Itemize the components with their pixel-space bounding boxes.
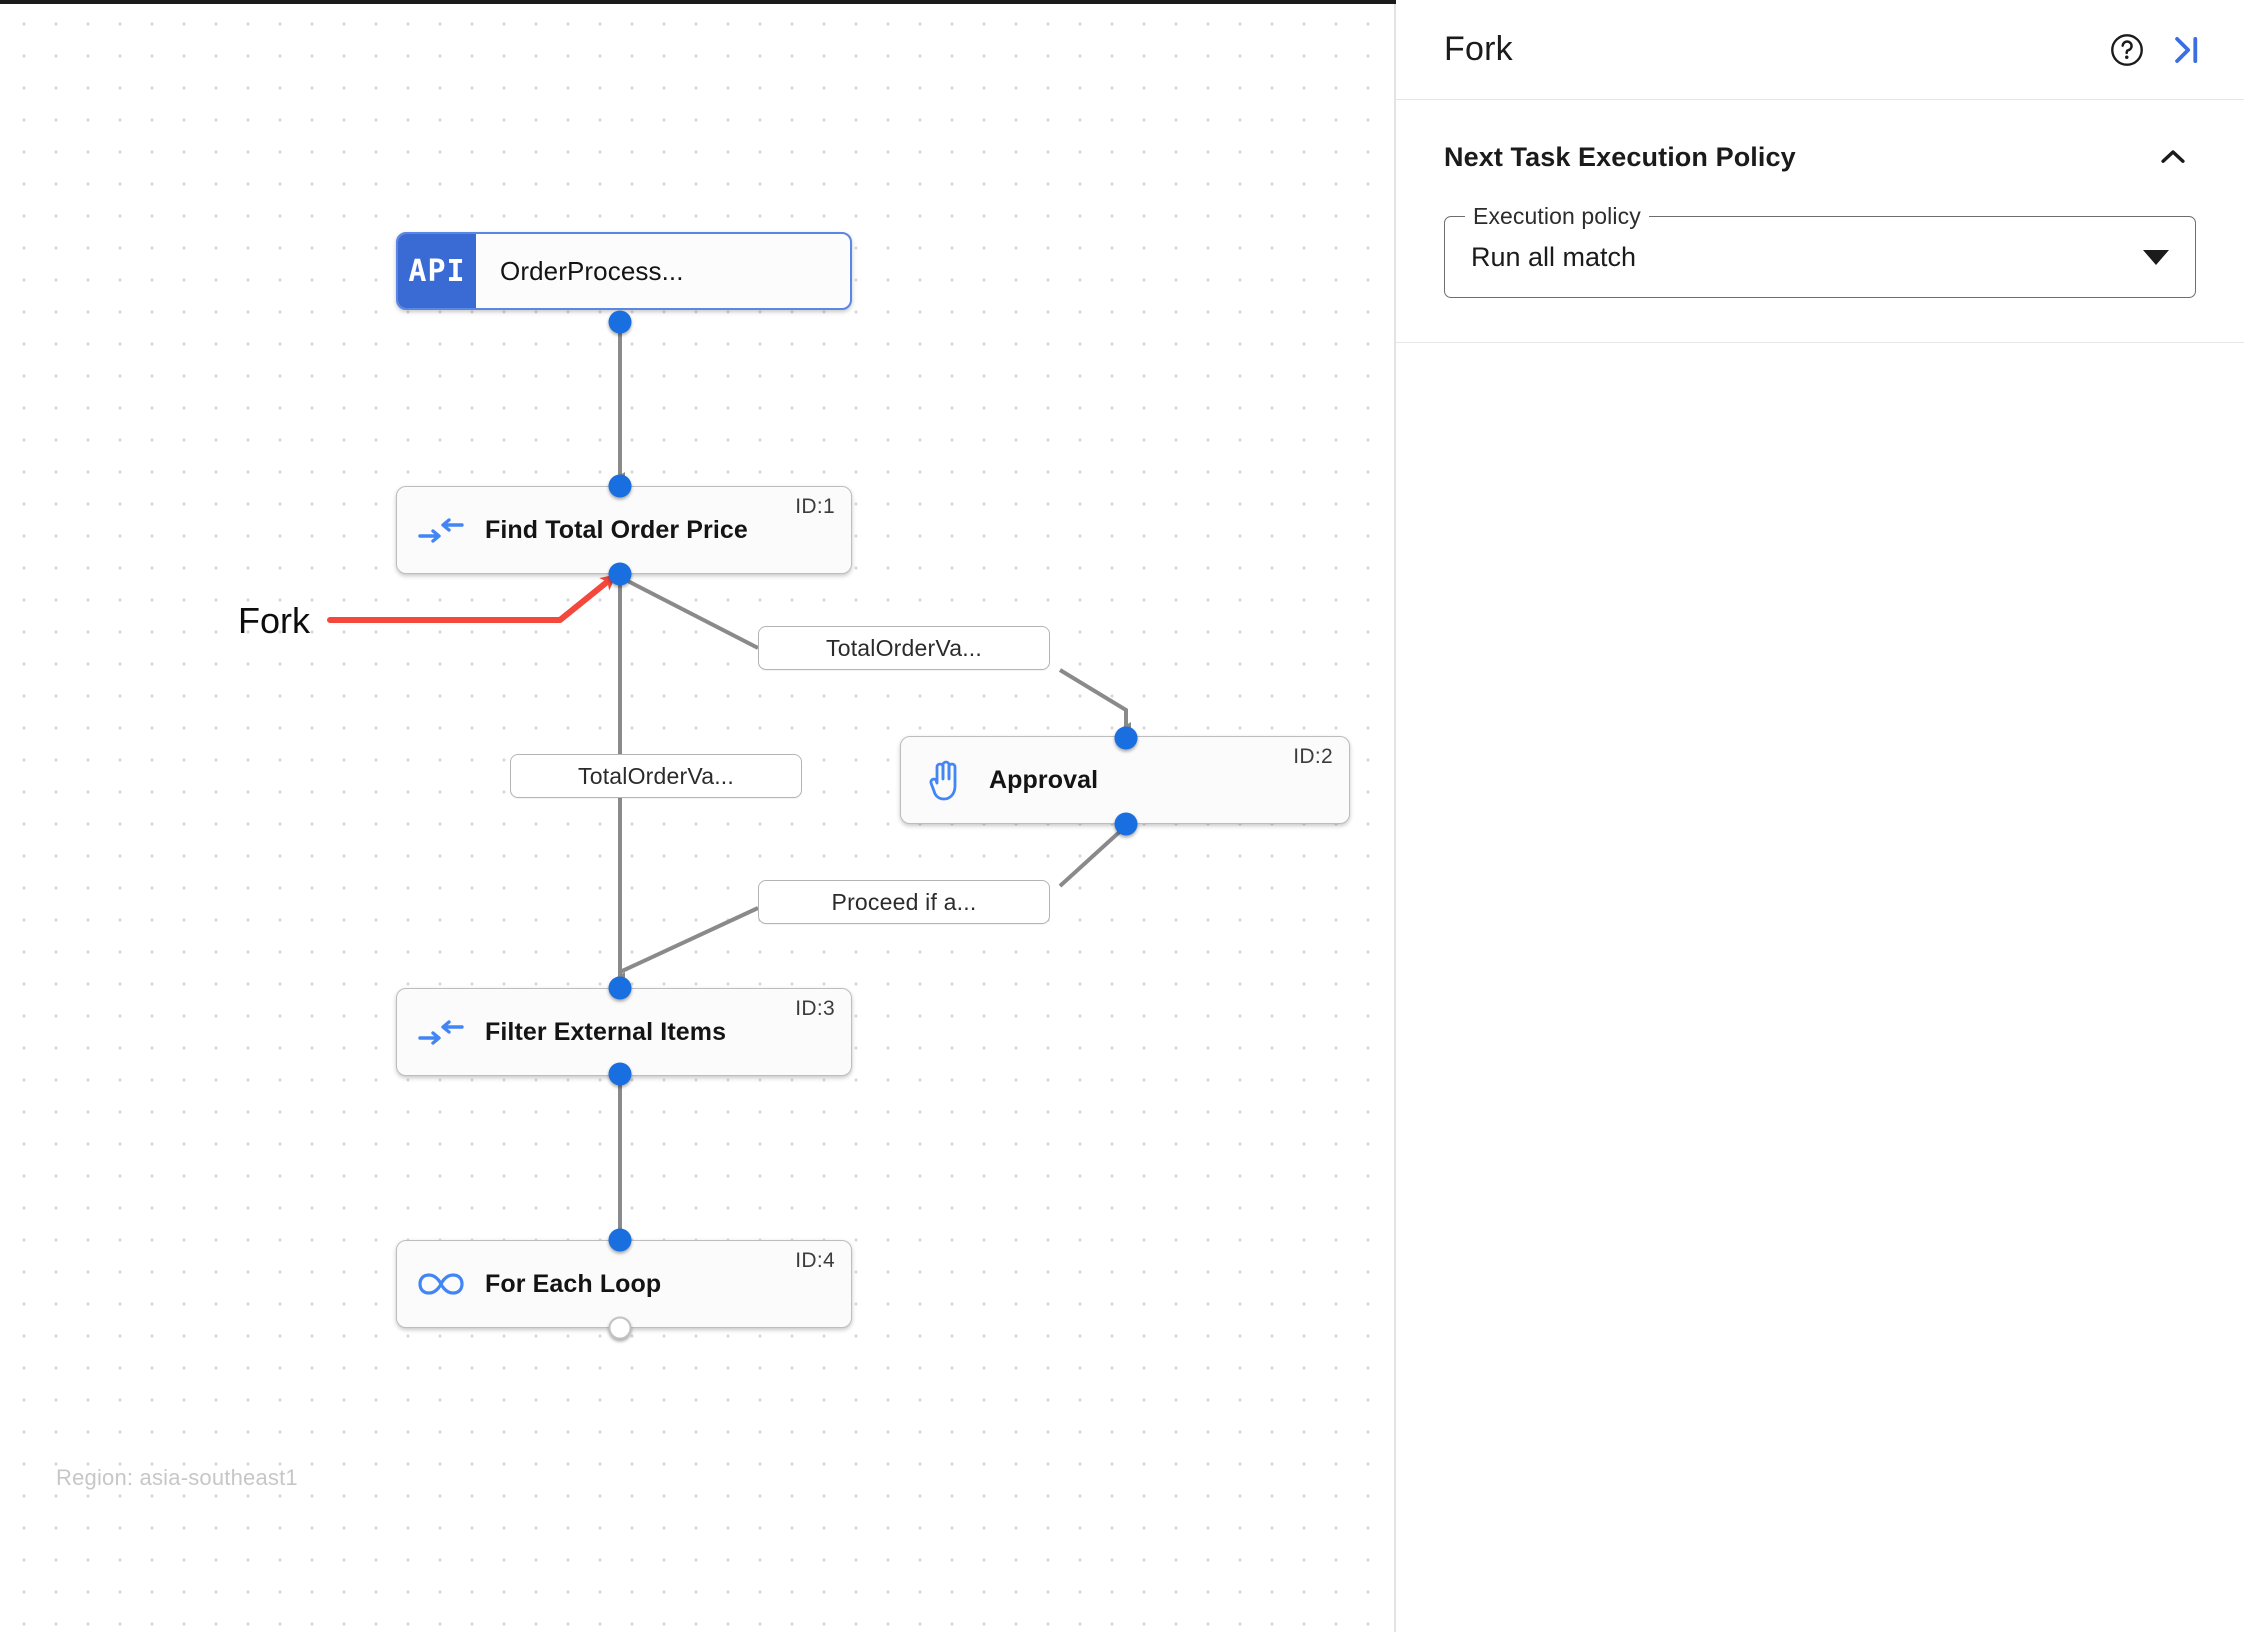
node-title: For Each Loop xyxy=(485,1269,662,1298)
panel-title: Fork xyxy=(1444,30,1513,68)
top-edge-strip xyxy=(0,0,1396,4)
node-for-each-loop[interactable]: For Each Loop ID:4 xyxy=(396,1240,852,1328)
node-id-badge: ID:2 xyxy=(1293,745,1333,768)
node-title: Find Total Order Price xyxy=(485,515,748,544)
edge-label-totalordervalue-right[interactable]: TotalOrderVa... xyxy=(758,626,1050,670)
section-title: Next Task Execution Policy xyxy=(1444,141,1796,172)
execution-policy-select[interactable]: Execution policy Run all match xyxy=(1444,203,2196,298)
chevron-up-icon[interactable] xyxy=(2150,134,2196,180)
node-approval[interactable]: Approval ID:2 xyxy=(900,736,1350,824)
execution-policy-label: Execution policy xyxy=(1465,203,1649,230)
node-id-badge: ID:3 xyxy=(795,997,835,1020)
edge-label-totalordervalue-left[interactable]: TotalOrderVa... xyxy=(510,754,802,798)
node-id-badge: ID:4 xyxy=(795,1249,835,1272)
node-find-total-order-price[interactable]: Find Total Order Price ID:1 xyxy=(396,486,852,574)
execution-policy-value: Run all match xyxy=(1471,241,1637,272)
hand-raised-icon xyxy=(901,759,989,801)
region-label: Region: asia-southeast1 xyxy=(56,1465,298,1490)
port-find-total-order-price-in[interactable] xyxy=(608,474,632,498)
port-for-each-loop-in[interactable] xyxy=(608,1228,632,1252)
workflow-edges xyxy=(327,322,1131,1254)
infinity-loop-icon xyxy=(397,1270,485,1298)
merge-arrows-icon xyxy=(397,1016,485,1048)
port-approval-out[interactable] xyxy=(1114,812,1138,836)
node-title: Approval xyxy=(989,765,1099,794)
node-title: OrderProcess... xyxy=(500,255,684,286)
port-for-each-loop-out[interactable] xyxy=(608,1316,632,1340)
help-circle-icon[interactable] xyxy=(2098,21,2156,79)
port-filter-external-items-in[interactable] xyxy=(608,976,632,1000)
port-filter-external-items-out[interactable] xyxy=(608,1062,632,1086)
port-find-total-order-price-out[interactable] xyxy=(608,562,632,586)
section-header[interactable]: Next Task Execution Policy xyxy=(1444,134,2196,180)
properties-panel: Fork Next Task Execution Policy xyxy=(1396,0,2244,1632)
node-filter-external-items[interactable]: Filter External Items ID:3 xyxy=(396,988,852,1076)
node-title: Filter External Items xyxy=(485,1017,727,1046)
panel-body-empty xyxy=(1396,343,2244,1632)
dropdown-arrow-icon[interactable] xyxy=(2143,249,2169,265)
edge-label-proceed-if-approved[interactable]: Proceed if a... xyxy=(758,880,1050,924)
api-badge-icon: API xyxy=(398,234,476,308)
merge-arrows-icon xyxy=(397,514,485,546)
collapse-panel-icon[interactable] xyxy=(2156,21,2214,79)
node-id-badge: ID:1 xyxy=(795,495,835,518)
port-approval-in[interactable] xyxy=(1114,726,1138,750)
panel-header: Fork xyxy=(1396,0,2244,100)
next-task-execution-policy-section: Next Task Execution Policy Execution pol… xyxy=(1396,100,2244,343)
node-orderprocess[interactable]: API OrderProcess... xyxy=(396,232,852,310)
annotation-label-fork: Fork xyxy=(238,600,310,641)
port-orderprocess-out[interactable] xyxy=(608,310,632,334)
workflow-canvas[interactable]: Fork API OrderProcess... Find Total Orde… xyxy=(0,0,1396,1632)
